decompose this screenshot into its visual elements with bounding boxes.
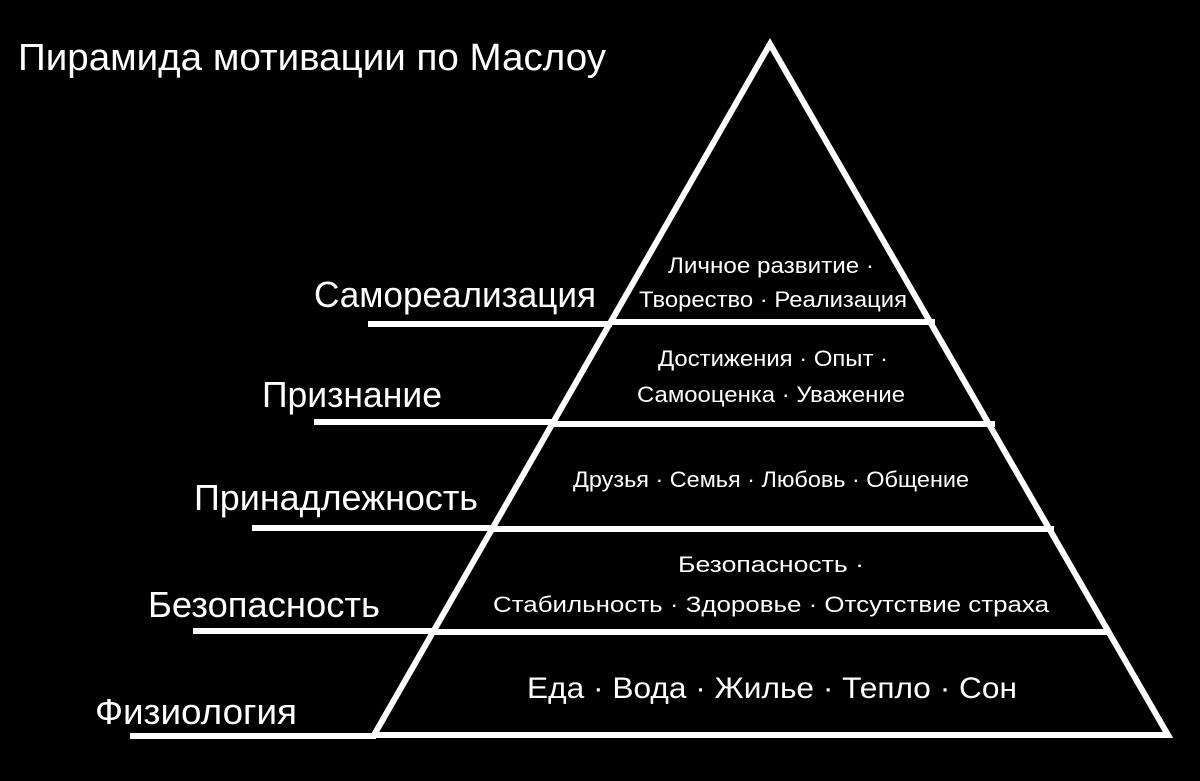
pyramid-outline: [368, 37, 1174, 738]
tier-items-line: Друзья · Семья · Любовь · Общение: [573, 467, 969, 492]
tier-items-line: Самооценка · Уважение: [637, 382, 905, 407]
tier-items-line: Достижения · Опыт ·: [658, 346, 888, 371]
diagram-title: Пирамида мотивации по Маслоу: [18, 37, 606, 79]
level-label-safety: Безопасность: [148, 584, 380, 625]
tier-items-line: Личное развитие ·: [668, 253, 874, 278]
tier-items-line: Творество · Реализация: [639, 287, 907, 312]
tier-items-line: Безопасность ·: [678, 552, 864, 577]
level-label-esteem: Признание: [262, 374, 442, 415]
level-label-belonging: Принадлежность: [194, 477, 478, 518]
tier-items-line: Еда · Вода · Жилье · Тепло · Сон: [527, 672, 1017, 705]
tier-items-line: Стабильность · Здоровье · Отсутствие стр…: [493, 592, 1050, 617]
level-label-physiology: Физиология: [95, 691, 297, 732]
level-label-self-actualization: Самореализация: [314, 274, 596, 315]
